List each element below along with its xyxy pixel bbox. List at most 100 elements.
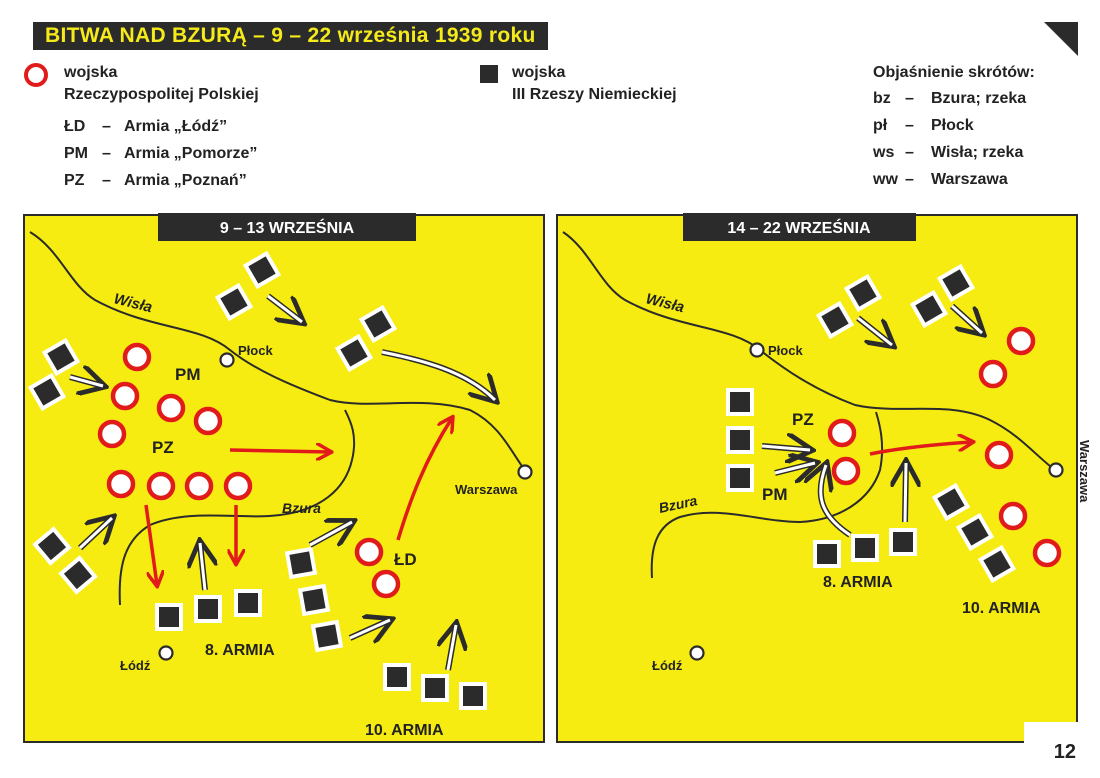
city-plock-marker [749,342,765,358]
label-pm: PM [762,485,788,504]
german-legend-label-2: III Rzeszy Niemieckiej [512,86,677,103]
river-wisla [29,231,527,473]
polish-arrow [229,450,330,452]
german-unit [194,595,222,623]
city-warszawa-marker [517,464,533,480]
label-pm: PM [175,365,201,384]
german-unit [383,663,411,691]
german-unit [242,250,282,290]
polish-legend-label-2: Rzeczypospolitej Polskiej [64,86,259,103]
map-right: 14 – 22 WRZEŚNIA Wisła Płock Bzura Warsz… [556,213,1092,744]
german-unit [234,589,262,617]
german-unit [27,372,67,412]
label-bzura: Bzura [282,500,321,516]
german-unit [936,263,976,303]
polish-unit [122,342,152,372]
river-wisla [562,231,1056,471]
abbr-row-bz: bz–Bzura; rzeka [873,90,1027,107]
abbreviations-title: Objaśnienie skrótów: [873,64,1035,81]
german-unit [909,289,949,329]
german-unit-legend-icon [480,65,498,83]
german-unit [155,603,183,631]
german-arrow [69,377,103,386]
label-10-armia: 10. ARMIA [962,600,1041,617]
german-unit [297,583,331,617]
german-arrow [200,543,205,591]
map-right-header: 14 – 22 WRZEŚNIA [727,218,871,237]
map-right-header-box [683,213,916,241]
label-8-armia: 8. ARMIA [823,574,893,591]
german-unit [851,534,879,562]
polish-unit [146,471,176,501]
german-arrow [266,293,302,322]
label-lodz: Łódź [652,658,683,673]
german-unit [421,674,449,702]
abbr-row-pl: pł–Płock [873,117,974,134]
page-number-box [1024,722,1080,744]
polish-unit [110,381,140,411]
polish-unit [984,440,1014,470]
german-arrow [905,463,906,523]
german-legend-label-1: wojska [512,64,566,81]
german-unit [459,682,487,710]
polish-unit [193,406,223,436]
army-legend-ld: ŁD–Armia „Łódź” [64,118,228,135]
german-unit [726,426,754,454]
german-arrow [761,446,810,450]
german-unit [310,619,344,653]
german-unit [889,528,917,556]
german-arrow [308,522,352,548]
label-pz: PZ [792,410,814,429]
city-warszawa-marker [1048,462,1064,478]
map-right-background [556,214,1078,743]
abbr-row-ws: ws–Wisła; rzeka [873,144,1024,161]
polish-arrow [396,418,452,541]
german-arrow [381,349,495,400]
german-unit [358,304,398,344]
corner-decoration [1044,22,1078,56]
label-plock: Płock [238,343,273,358]
label-lodz: Łódź [120,658,151,673]
german-unit [955,512,995,552]
polish-unit [1032,538,1062,568]
label-8-armia: 8. ARMIA [205,642,275,659]
polish-unit [371,569,401,599]
german-unit [815,300,855,340]
army-legend-pm: PM–Armia „Pomorze” [64,145,258,162]
german-unit [726,388,754,416]
polish-unit [831,456,861,486]
label-warszawa: Warszawa [455,482,518,497]
city-lodz-marker [689,645,705,661]
army-legend-pz: PZ–Armia „Poznań” [64,172,247,189]
german-unit [726,464,754,492]
polish-unit [184,471,214,501]
polish-unit [978,359,1008,389]
label-plock: Płock [768,343,803,358]
german-arrow [856,315,892,345]
german-arrow [949,303,982,333]
german-unit [977,544,1017,584]
polish-unit [97,419,127,449]
label-warszawa: Warszawa [1077,440,1092,503]
abbr-row-ww: ww–Warszawa [873,171,1008,188]
map-left-header: 9 – 13 WRZEŚNIA [220,218,355,237]
label-10-armia: 10. ARMIA [365,722,444,739]
german-unit [32,526,72,566]
german-arrow [77,518,112,551]
german-arrow [448,625,456,671]
label-bzura: Bzura [657,492,699,516]
polish-unit [998,501,1028,531]
river-bzura [118,409,356,606]
page-number: 12 [1053,741,1076,763]
german-unit [843,273,883,313]
german-unit [334,333,374,373]
german-unit [41,337,81,377]
polish-unit [156,393,186,423]
german-unit [813,540,841,568]
german-unit [58,555,98,595]
polish-unit [223,471,253,501]
page-title: BITWA NAD BZURĄ – 9 – 22 września 1939 r… [33,22,548,50]
polish-unit [827,418,857,448]
city-lodz-marker [158,645,174,661]
